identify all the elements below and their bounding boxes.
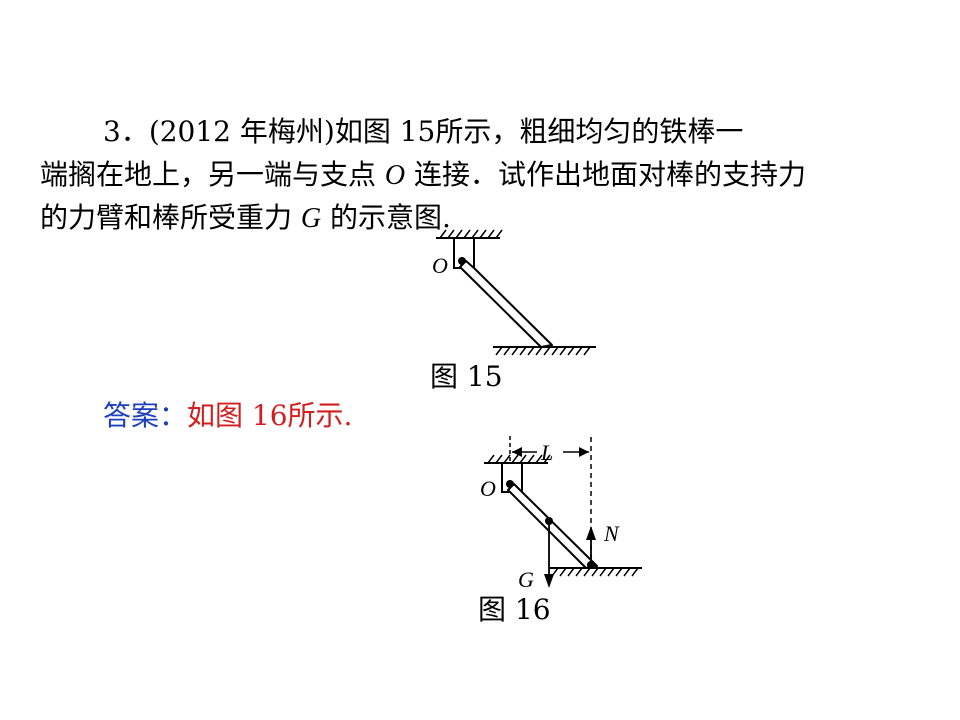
question-text-1: 3．(2012 年梅州)如图 15所示，粗细均匀的铁棒一 [103, 115, 744, 148]
figure-16-caption: 图 16 [478, 593, 551, 626]
question-text-3a: 的力臂和棒所受重力 [40, 201, 301, 234]
figure-15-caption: 图 15 [430, 360, 503, 393]
ceiling-hatch-16 [487, 454, 551, 464]
ceiling-hatch [439, 229, 503, 239]
ground-hatch [495, 346, 591, 356]
question-line-1: 3．(2012 年梅州)如图 15所示，粗细均匀的铁棒一 [103, 114, 743, 150]
fig16-label-l: L [540, 440, 553, 465]
fig15-label-o: O [432, 253, 448, 278]
question-line-2: 端搁在地上，另一端与支点 O 连接．试作出地面对棒的支持力 [40, 157, 806, 194]
pivot-symbol-o: O [384, 160, 406, 191]
question-text-2b: 连接．试作出地面对棒的支持力 [405, 158, 807, 191]
answer-text: 如图 16所示. [187, 399, 353, 432]
question-line-3: 的力臂和棒所受重力 G 的示意图. [40, 200, 451, 237]
question-text-3b: 的示意图. [321, 201, 451, 234]
fig16-label-n: N [603, 521, 620, 546]
gravity-symbol-g: G [300, 203, 322, 234]
fig16-label-o: O [480, 476, 496, 501]
question-text-2a: 端搁在地上，另一端与支点 [40, 158, 385, 191]
answer-line: 答案：如图 16所示. [103, 398, 352, 434]
ground-hatch-16 [551, 567, 639, 577]
fig16-label-g: G [518, 567, 534, 592]
answer-label: 答案： [103, 399, 188, 432]
